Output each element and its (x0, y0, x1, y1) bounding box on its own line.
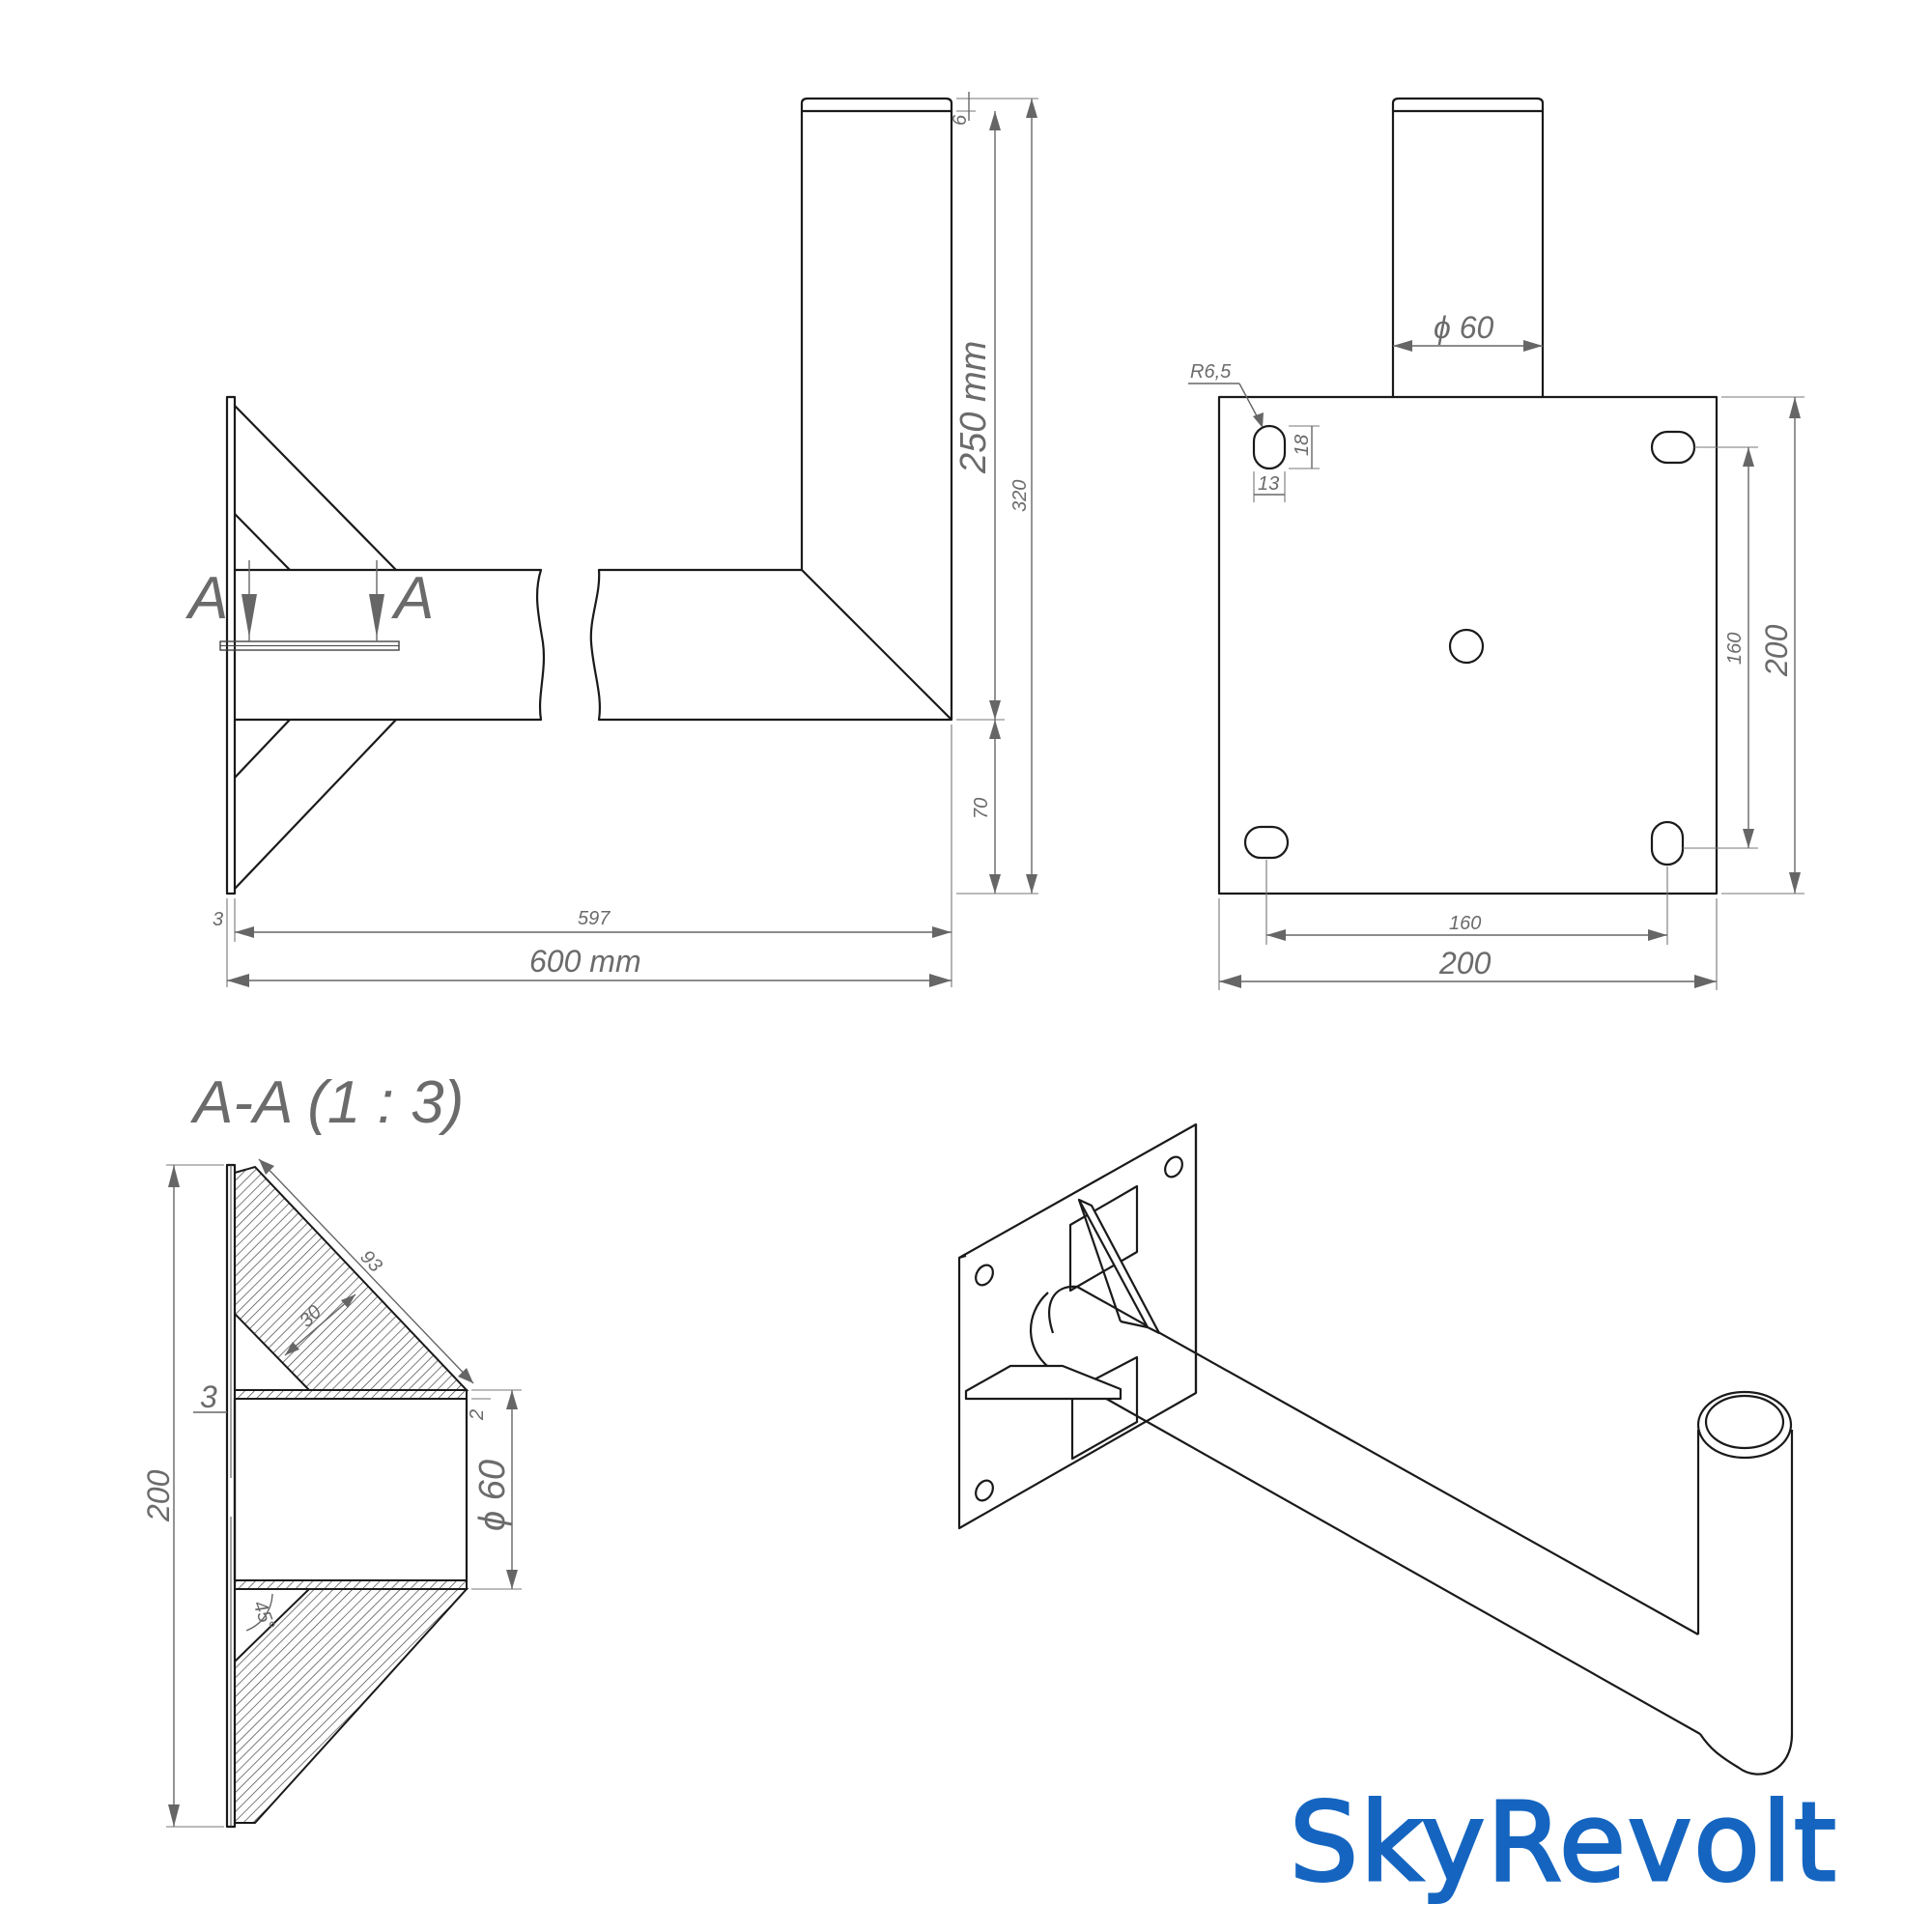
section-marker-right: A (390, 565, 434, 632)
iso-arm-top (1048, 1285, 1699, 1635)
side-arm-right (589, 109, 953, 722)
dim-plate-width: 200 (1438, 946, 1492, 980)
brand-logo: SkyRevolt (1289, 1780, 1838, 1906)
iso-riser-cap (1696, 1390, 1793, 1460)
dim-total-height: 320 (1009, 480, 1031, 512)
dim-hole-spacing-v: 160 (1724, 633, 1746, 665)
section-dim-gusset-length: 93 (355, 1246, 385, 1276)
section-upper-gusset (234, 1165, 469, 1391)
section-marker-left: A (185, 565, 228, 632)
section-dim-diameter: ϕ 60 (472, 1460, 513, 1531)
section-view: A-A (1 : 3) 200 93 30 3 (141, 1069, 522, 1829)
dim-slot-radius: R6,5 (1190, 361, 1232, 383)
dim-pipe-diameter: ϕ 60 (1434, 310, 1493, 345)
slot-top-left (1252, 424, 1287, 470)
dim-arm-offset: 70 (971, 798, 992, 819)
iso-plate (957, 1122, 1198, 1530)
section-pipe-wall-bottom (234, 1579, 468, 1590)
side-upper-gusset (234, 405, 397, 571)
slot-top-right (1650, 430, 1696, 465)
dim-hole-spacing-h: 160 (1449, 913, 1481, 934)
slot-bottom-left (1243, 825, 1290, 860)
iso-hole-3 (975, 1479, 994, 1502)
dim-total-length: 600 mm (529, 944, 641, 979)
iso-arm-bottom (1100, 1395, 1701, 1735)
side-cap (800, 97, 953, 111)
section-title: A-A (1 : 3) (189, 1069, 464, 1136)
slot-bottom-right (1650, 820, 1685, 867)
dim-slot-width: 13 (1258, 473, 1279, 495)
side-arm-left (235, 568, 546, 722)
dim-plate-height: 200 (1759, 624, 1794, 677)
center-hole (1448, 628, 1485, 665)
iso-hole-2 (1164, 1155, 1183, 1179)
section-dim-height: 200 (141, 1469, 176, 1522)
side-view: A A 6 250 mm 70 320 597 3 600 mm (185, 92, 1038, 987)
dim-riser-height: 250 mm (953, 341, 994, 474)
section-dim-wall: 2 (467, 1409, 488, 1421)
section-dim-plate: 3 (200, 1379, 217, 1414)
dim-arm-length: 597 (578, 908, 611, 929)
plate-view-pipe (1391, 109, 1545, 397)
iso-riser (1699, 1430, 1794, 1776)
iso-upper-gusset (1077, 1198, 1161, 1335)
plate-view: ϕ 60 R6,5 18 13 160 200 16 (1188, 97, 1804, 990)
dim-plate-thickness: 3 (213, 909, 223, 930)
isometric-view (957, 1122, 1794, 1776)
dim-cap: 6 (950, 114, 971, 126)
iso-hole-1 (975, 1264, 994, 1287)
iso-lower-gusset (964, 1364, 1122, 1401)
side-lower-gusset (234, 719, 397, 890)
section-pipe-wall-top (234, 1389, 468, 1400)
dim-slot-height: 18 (1292, 435, 1313, 456)
mounting-plate (1217, 395, 1719, 895)
